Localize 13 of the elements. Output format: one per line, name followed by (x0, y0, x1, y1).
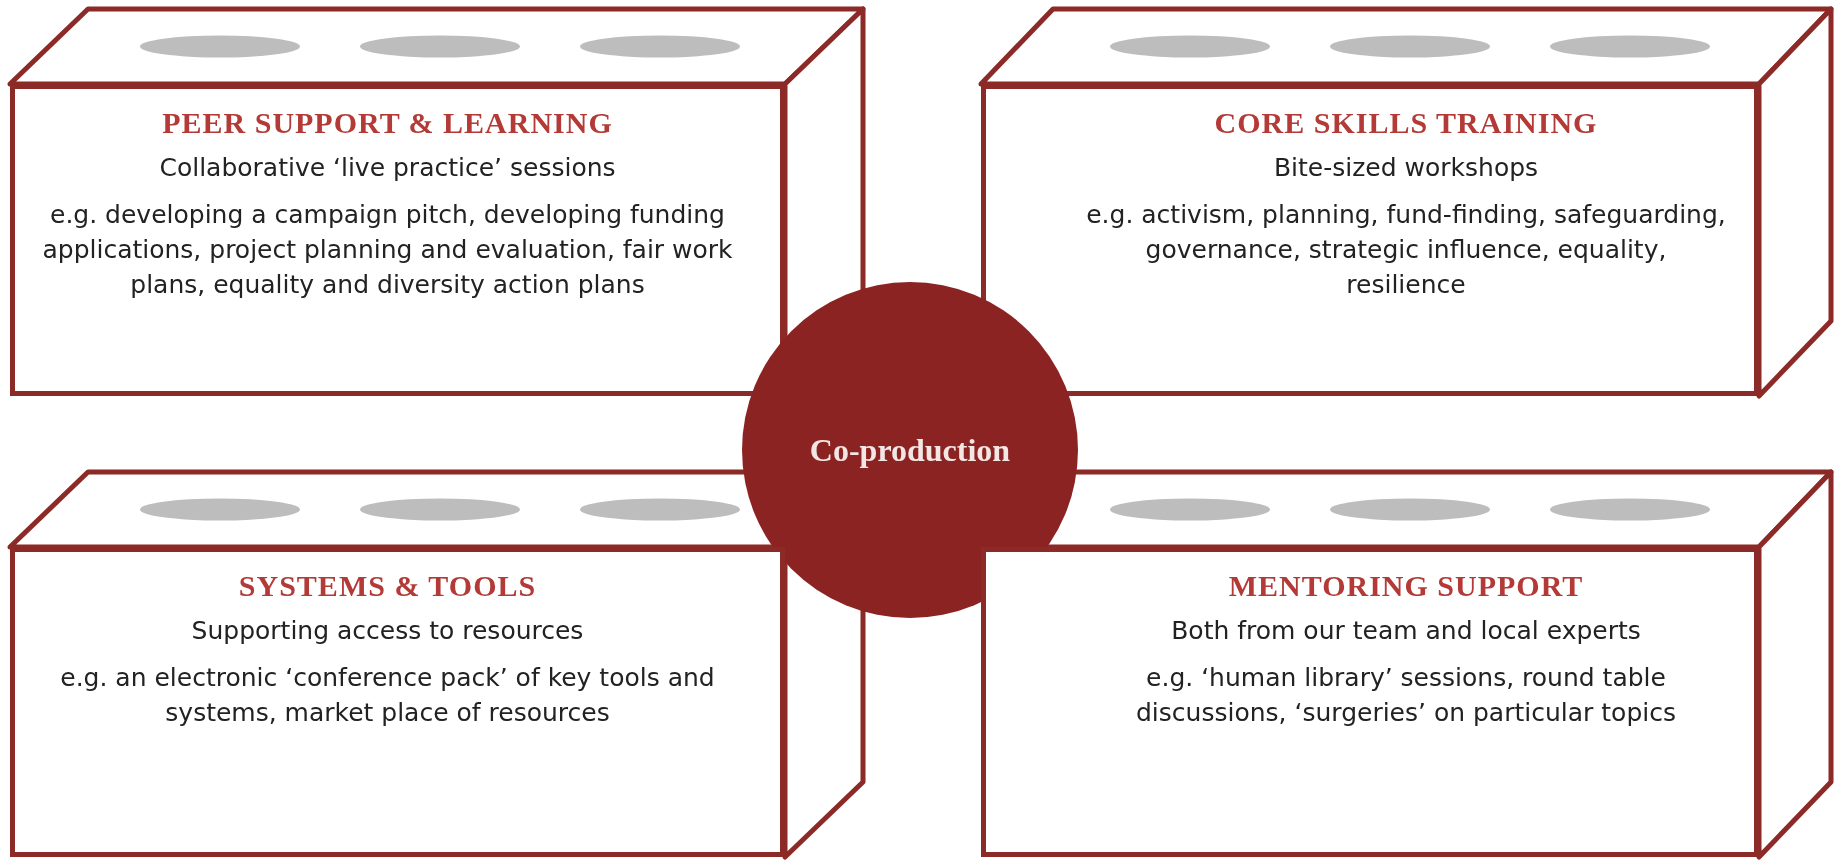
section-subtitle: Supporting access to resources (191, 615, 584, 647)
section-body: e.g. developing a campaign pitch, developing funding applications, project planning and evaluation, fair work plans, equality and diversity action plans (41, 199, 734, 301)
section-subtitle: Bite-sized workshops (1273, 152, 1539, 184)
circle-label: Co-production (809, 431, 1011, 470)
section-title: SYSTEMS & TOOLS (238, 568, 537, 604)
section-title: CORE SKILLS TRAINING (1214, 105, 1598, 141)
section-body: e.g. an electronic ‘conference pack’ of key tools and systems, market place of resources (59, 662, 716, 729)
section-subtitle: Both from our team and local experts (1171, 615, 1641, 647)
section-body: e.g. activism, planning, fund-finding, safeguarding, governance, strategic influence, equality, resilience (1086, 199, 1726, 301)
section-title: PEER SUPPORT & LEARNING (162, 105, 613, 141)
section-subtitle: Collaborative ‘live practice’ sessions (159, 152, 616, 184)
section-title: MENTORING SUPPORT (1228, 568, 1584, 604)
section-body: e.g. ‘human library’ sessions, round table discussions, ‘surgeries’ on particular topics (1135, 662, 1677, 729)
